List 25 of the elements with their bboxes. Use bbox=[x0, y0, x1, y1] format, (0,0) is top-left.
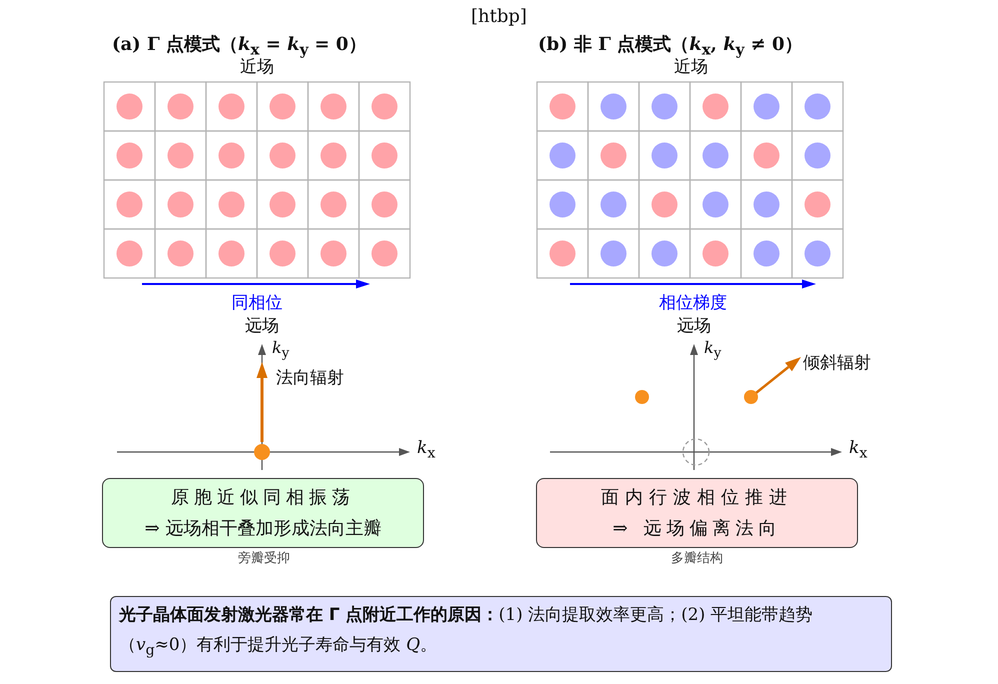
phase-label: 相位梯度 bbox=[659, 293, 727, 314]
summary-text: 光子晶体面发射激光器常在 Γ 点附近工作的原因：(1) 法向提取效率更高；(2) 平坦能带趋势（v$_{g}$≈0）有利于提升光子寿命与有效 Q。 bbox=[119, 604, 814, 660]
axis-label: k$_{y}$ bbox=[704, 338, 722, 362]
radiation-label: 倾斜辐射 bbox=[803, 353, 871, 374]
axis-label: k$_{x}$ bbox=[849, 438, 868, 462]
axis-label: k$_{y}$ bbox=[272, 338, 290, 362]
box-text: ⇒ 远场相干叠加形成法向主瓣 bbox=[144, 516, 382, 541]
radiation-label: 法向辐射 bbox=[276, 368, 344, 388]
annotation-text: 多瓣结构 bbox=[671, 551, 723, 567]
box-text: ⇒ 远场偏离法向 bbox=[612, 516, 782, 541]
annotation-text: 旁瓣受抑 bbox=[238, 551, 290, 567]
panel-title: (b) 非 Γ 点模式（k$_{x}$, k$_{y}$ ≠ 0） bbox=[538, 34, 803, 59]
phase-label: 同相位 bbox=[232, 293, 282, 314]
region-label: 近场 bbox=[674, 57, 708, 78]
explanation-box bbox=[536, 478, 858, 548]
region-label: 远场 bbox=[677, 316, 711, 336]
summary-box bbox=[110, 596, 892, 672]
explanation-box bbox=[102, 478, 424, 548]
region-label: 远场 bbox=[245, 316, 279, 336]
placement-text: [htbp] bbox=[471, 6, 527, 28]
axis-label: k$_{x}$ bbox=[417, 438, 436, 462]
box-text: 原胞近似同相振荡 bbox=[170, 486, 356, 510]
panel-title: (a) Γ 点模式（k$_{x}$ = k$_{y}$ = 0） bbox=[112, 34, 366, 59]
region-label: 近场 bbox=[240, 57, 274, 78]
box-text: 面内行波相位推进 bbox=[600, 486, 794, 510]
